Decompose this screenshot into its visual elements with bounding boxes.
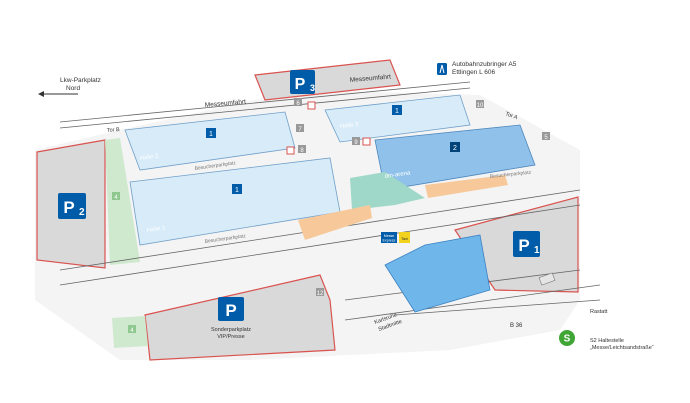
info-icon <box>286 146 295 155</box>
gate-marker: 7 <box>296 124 304 133</box>
s-bahn-letter: S <box>564 334 571 345</box>
svg-text:4: 4 <box>130 328 134 334</box>
lake <box>384 234 491 313</box>
svg-text:4: 4 <box>114 195 118 201</box>
label-besucherparkplatz-2: Besucherparkplatz <box>204 233 246 245</box>
svg-text:8: 8 <box>300 148 304 154</box>
svg-text:7: 7 <box>298 127 302 133</box>
label-tor-b: Tor B <box>107 127 121 134</box>
label-s2-2: „Messe/Leichtsandstraße“ <box>590 345 654 351</box>
hall-badge-text: 1 <box>235 187 239 194</box>
highway-icon <box>437 63 447 75</box>
sign-p2-sub: 2 <box>79 207 85 218</box>
svg-text:6: 6 <box>296 101 300 107</box>
label-besucherparkplatz-1: Besucherparkplatz <box>194 160 236 172</box>
sign-p-vip[interactable]: P <box>218 297 244 321</box>
info-icon <box>362 137 371 146</box>
s2-station <box>538 272 556 286</box>
gate-marker: 9 <box>352 137 360 146</box>
gate-marker: 4 <box>128 325 136 334</box>
arrow-left-icon <box>38 91 78 97</box>
messe-express-sign: Messe Express <box>381 232 397 243</box>
gate-marker: 12 <box>316 288 324 297</box>
label-rastatt: Rastatt <box>590 309 608 315</box>
label-sonderparkplatz-1: Sonderparkplatz <box>211 327 251 333</box>
messe-express-line-2: Express <box>383 239 396 243</box>
sign-p1-sub: 1 <box>534 245 540 256</box>
label-b36: B 36 <box>510 323 523 329</box>
label-lkw-parkplatz-2: Nord <box>66 85 80 92</box>
label-sonderparkplatz-2: VIP/Presse <box>217 334 245 340</box>
gate-marker: 5 <box>542 132 550 141</box>
label-autobahn-1: Autobahnzubringer A5 <box>452 61 517 68</box>
hall-badge: 1 <box>392 105 402 115</box>
sign-p1[interactable]: P 1 <box>513 231 540 257</box>
label-tor-a: Tor A <box>504 111 518 121</box>
label-besucherparkplatz-3: Besucherparkplatz <box>490 170 532 180</box>
orange-walkway <box>298 205 372 240</box>
label-autobahn-2: Ettlingen L 606 <box>452 69 496 76</box>
gate-marker: 10 <box>476 100 484 109</box>
svg-text:5: 5 <box>544 135 548 141</box>
s-bahn-icon: S <box>559 330 575 346</box>
gate-marker: 4 <box>112 192 120 201</box>
taxi-sign: Taxi <box>399 232 410 243</box>
svg-text:12: 12 <box>317 291 324 297</box>
label-s2-1: S2 Haltestelle <box>590 338 624 344</box>
sign-p-vip-letter: P <box>225 301 236 320</box>
sign-p3-sub: 3 <box>310 83 315 93</box>
hall-badge-text: 1 <box>209 131 213 138</box>
hall-badge-text: 1 <box>395 108 399 115</box>
label-dm-arena: dm-arena <box>384 170 411 180</box>
hall-badge-text: 2 <box>453 145 457 152</box>
sign-p3[interactable]: P 3 <box>290 70 315 94</box>
sign-p1-letter: P <box>518 236 529 255</box>
gate-marker: 6 <box>294 98 302 107</box>
green-strip-west <box>105 138 140 265</box>
label-messeumfahrt-top: Messeumfahrt <box>350 73 392 84</box>
orange-walkway-2 <box>425 175 508 198</box>
label-halle-2: Halle 2 <box>139 153 159 162</box>
messe-express-line-1: Messe <box>384 234 395 238</box>
hall-badge: 2 <box>450 142 460 152</box>
sign-p3-letter: P <box>295 76 306 93</box>
label-halle-3: Halle 3 <box>340 122 360 130</box>
entrance-block <box>350 172 425 210</box>
svg-text:9: 9 <box>354 140 358 146</box>
label-halle-1: Halle 1 <box>146 225 166 234</box>
hall-badge: 1 <box>232 184 242 194</box>
sign-p2-letter: P <box>63 198 74 217</box>
hall-3[interactable] <box>324 94 471 143</box>
label-messeumfahrt-mid: Messeumfahrt <box>205 98 247 109</box>
svg-text:10: 10 <box>477 103 484 109</box>
hall-badge: 1 <box>206 128 216 138</box>
taxi-label: Taxi <box>401 236 408 241</box>
info-icon <box>307 101 316 110</box>
label-lkw-parkplatz-1: Lkw-Parkplatz <box>60 77 101 84</box>
gate-marker: 8 <box>298 145 306 154</box>
hall-2[interactable] <box>124 111 296 171</box>
sign-p2[interactable]: P 2 <box>58 193 86 219</box>
